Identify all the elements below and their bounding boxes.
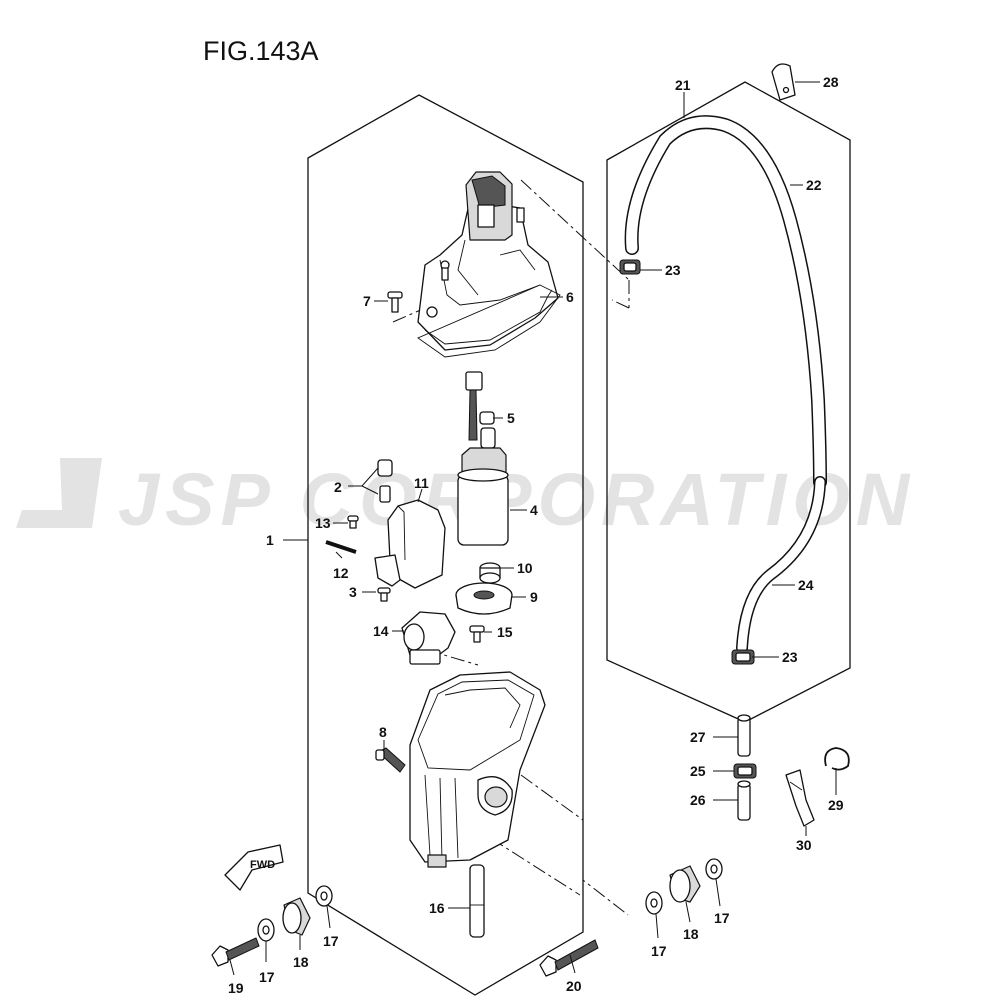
part-29-ring [824,747,850,771]
part-17-collar-right-b [705,858,723,880]
callout-18-right: 18 [683,926,699,942]
part-13-screw [347,515,359,529]
part-2-fittings [377,459,393,503]
callout-3: 3 [349,584,357,600]
part-15-bolt [469,625,485,643]
part-23-clip-upper [619,259,641,275]
callout-12: 12 [333,565,349,581]
part-6-cover-assembly [417,171,561,358]
callout-26: 26 [690,792,706,808]
callout-17-left-washer: 17 [259,969,275,985]
callout-2: 2 [334,479,342,495]
part-3-screw [377,587,391,602]
part-27-pipe [737,714,751,757]
part-12-pin [325,540,357,554]
callout-11: 11 [414,475,429,491]
callout-24: 24 [798,577,814,593]
part-4-fuel-pump [457,447,509,546]
part-17-washer-left-a [257,918,275,942]
callout-8: 8 [379,724,387,740]
part-14-pressure-regulator [401,611,456,665]
callout-15: 15 [497,624,513,640]
callout-22: 22 [806,177,822,193]
callout-21: 21 [675,77,691,93]
leader-lines [229,81,837,976]
callout-17-left-collar: 17 [323,933,339,949]
watermark-text: JSP CORPORATION [118,458,915,541]
part-10-grommet [479,562,501,584]
callout-6: 6 [566,289,574,305]
callout-23-lower: 23 [782,649,798,665]
part-5-pump-connector [465,371,496,449]
callout-28: 28 [823,74,839,90]
callout-4: 4 [530,502,538,518]
part-1-vapor-separator-tank [409,671,546,868]
part-28-clamp [771,63,796,101]
part-19-bolt-left [211,937,260,967]
callout-18-left: 18 [293,954,309,970]
callout-10: 10 [517,560,533,576]
callout-16: 16 [429,900,445,916]
watermark: JSP CORPORATION [16,458,915,541]
callout-9: 9 [530,589,538,605]
part-11-float [374,499,446,589]
part-16-pipe [469,864,485,938]
callout-19: 19 [228,980,244,996]
callout-27: 27 [690,729,706,745]
part-25-clip [733,763,757,779]
figure-title: FIG.143A [203,36,319,66]
callout-14: 14 [373,623,389,639]
part-17-washer-right-a [645,891,663,915]
callout-25: 25 [690,763,706,779]
fwd-direction-arrow: FWD [224,844,284,891]
part-7-bolt [387,291,403,313]
part-26-hose [737,780,751,821]
part-18-mount-right [669,865,701,903]
part-9-filter-holder [455,582,513,615]
callout-30: 30 [796,837,812,853]
part-18-mount-left [282,897,311,936]
callout-20: 20 [566,978,582,994]
assembly-frame-right [606,81,851,723]
callout-17-right-collar: 17 [714,910,730,926]
part-24-vent-hose [736,476,826,654]
part-30-clamp [785,769,815,827]
fwd-label: FWD [250,859,275,871]
callout-1: 1 [266,532,274,548]
callout-7: 7 [363,293,371,309]
callout-13: 13 [315,515,331,531]
callout-29: 29 [828,797,844,813]
part-8-screw [375,747,406,773]
assembly-frame-left [307,94,584,996]
part-20-bolt-right [539,939,599,977]
watermark-logo [16,458,102,528]
callout-23-upper: 23 [665,262,681,278]
callout-numbers: 1 2 3 4 5 6 7 8 9 10 11 12 13 14 15 16 1… [228,74,844,996]
part-23-clip-lower [731,649,755,665]
callout-17-right-washer: 17 [651,943,667,959]
callout-5: 5 [507,410,515,426]
part-22-vent-hose [624,115,827,489]
part-17-collar-left-b [315,885,333,907]
